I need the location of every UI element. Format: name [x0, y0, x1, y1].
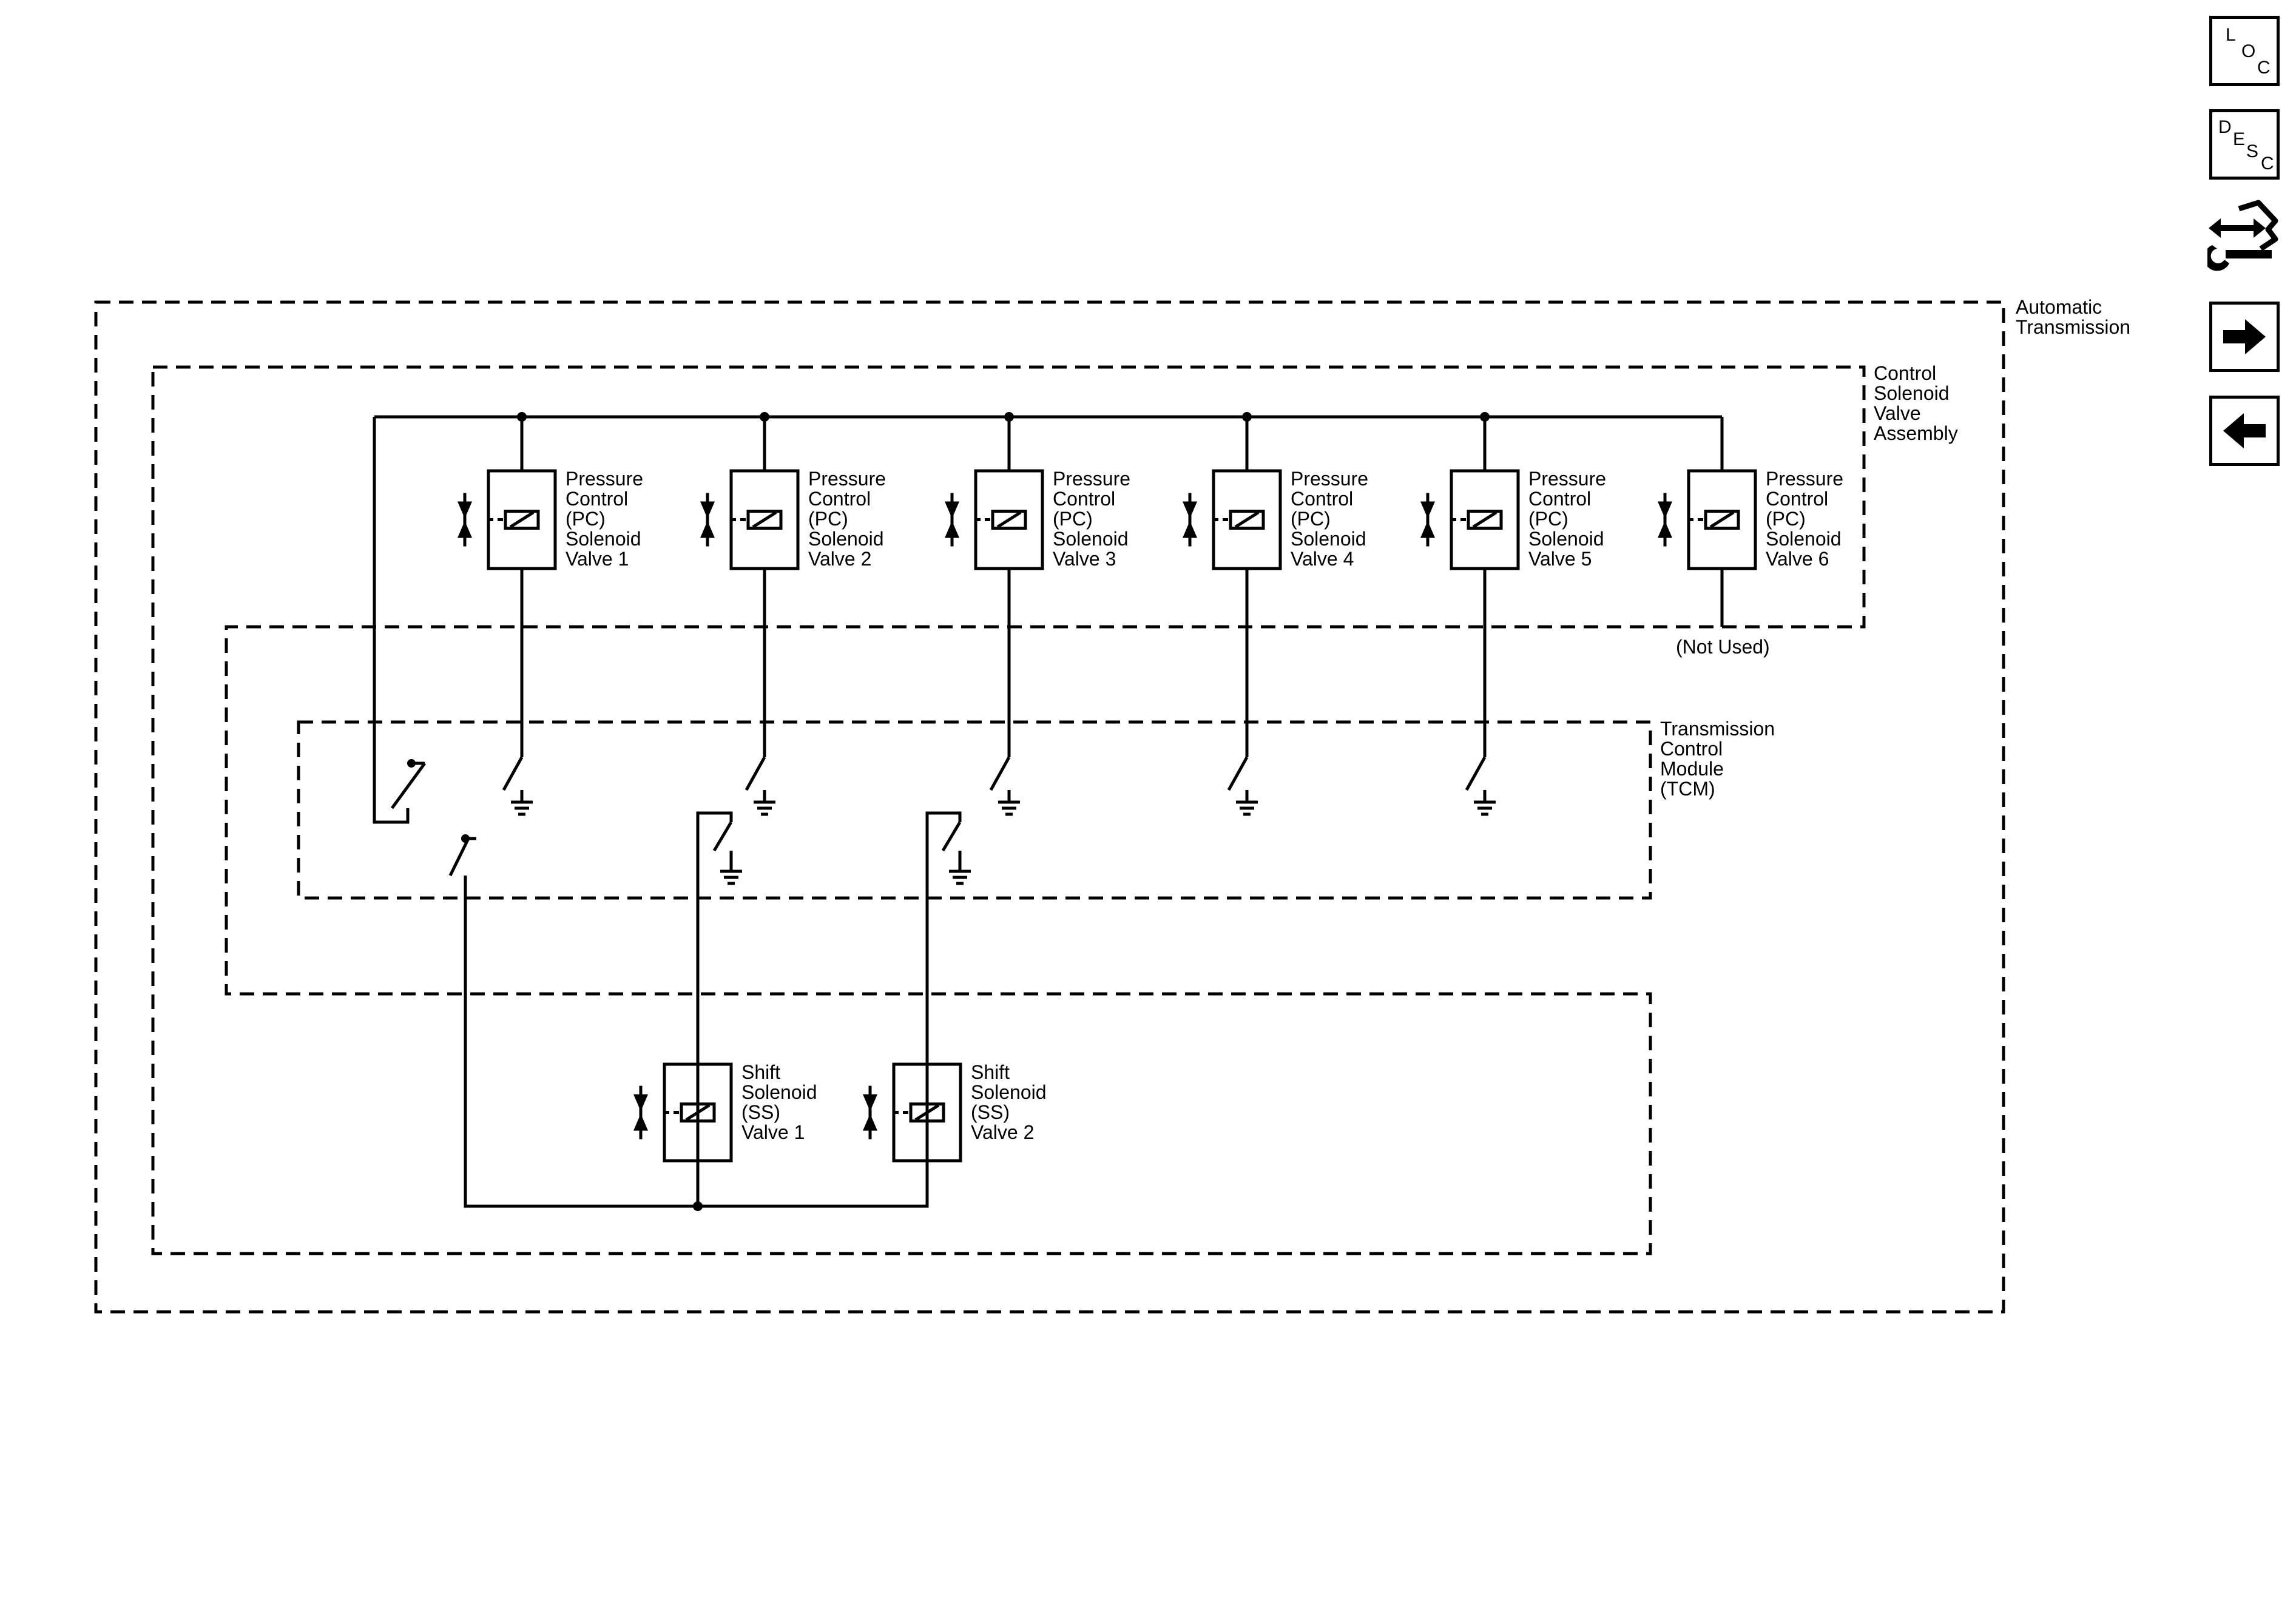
ground-icon [949, 869, 971, 885]
desc-letter: C [2261, 154, 2274, 174]
hydraulic-valve-icon [458, 493, 472, 547]
ss-solenoid-valve-1 [633, 1062, 733, 1163]
tcm-high-side-switch [390, 762, 427, 809]
pc-solenoid-valve-6 [1658, 469, 1757, 570]
pc-solenoid-valve-1 [458, 469, 557, 570]
ground-icon [998, 800, 1020, 816]
ground-icon [511, 800, 533, 816]
hydraulic-valve-icon [1658, 493, 1672, 547]
hydraulic-valve-icon [863, 1085, 877, 1139]
desc-letter: E [2233, 129, 2246, 149]
tcm-low-side-switch [941, 821, 971, 885]
arrow-right-icon [2223, 319, 2266, 354]
tcm-low-side-switch [1465, 756, 1496, 816]
hydraulic-valve-icon [633, 1085, 648, 1139]
loc-letter: O [2241, 41, 2256, 61]
hydraulic-valve-icon [700, 493, 715, 547]
tcm-frame [297, 720, 1652, 900]
hydraulic-valve-icon [1420, 493, 1435, 547]
tcm-label: Transmission Control Module (TCM) [1660, 718, 1780, 800]
connector-wrench-icon [2204, 200, 2278, 271]
tcm-low-side-switch [745, 756, 775, 816]
loc-letter: L [2226, 25, 2236, 45]
hydraulic-valve-icon [1183, 493, 1197, 547]
desc-letter: S [2246, 141, 2259, 161]
hydraulic-valve-icon [945, 493, 959, 547]
desc-letter: D [2218, 117, 2232, 137]
ground-icon [720, 869, 742, 885]
tcm-low-side-switch [712, 821, 742, 885]
connector-service-button[interactable] [2204, 197, 2283, 272]
ss-solenoid-valve-2 [863, 1062, 962, 1163]
ground-icon [1236, 800, 1258, 816]
tcm-low-side-switch [989, 756, 1020, 816]
tcm-feed-wire [373, 417, 410, 824]
loc-letter: C [2257, 58, 2271, 78]
ss-return-wire [464, 811, 962, 1208]
control-solenoid-valve-assembly-frame [151, 365, 1866, 1255]
arrow-left-icon [2223, 413, 2266, 448]
automatic-transmission-frame [94, 300, 2005, 1314]
not-used-label: (Not Used) [1676, 636, 1770, 658]
tcm-low-side-switch [1227, 756, 1258, 816]
previous-page-button[interactable] [2209, 396, 2280, 466]
pc-solenoid-valve-5 [1420, 469, 1520, 570]
next-page-button[interactable] [2209, 302, 2280, 372]
pc-solenoid-valve-2 [700, 469, 800, 570]
ground-icon [754, 800, 775, 816]
ss1-drive-wire [696, 811, 733, 1206]
automatic-transmission-label: Automatic Transmission [2016, 296, 2130, 338]
tcm-low-side-switch [502, 756, 533, 816]
tcm-high-side-switch [448, 837, 470, 877]
pc-solenoid-valve-3 [945, 469, 1044, 570]
loc-button[interactable]: L O C [2209, 16, 2280, 86]
junction-dot [693, 1201, 703, 1211]
desc-button[interactable]: D E S C [2209, 109, 2280, 180]
pc-solenoid-valve-4 [1183, 469, 1282, 570]
control-solenoid-valve-assembly-label: Control Solenoid Valve Assembly [1874, 362, 1958, 444]
ground-icon [1474, 800, 1496, 816]
